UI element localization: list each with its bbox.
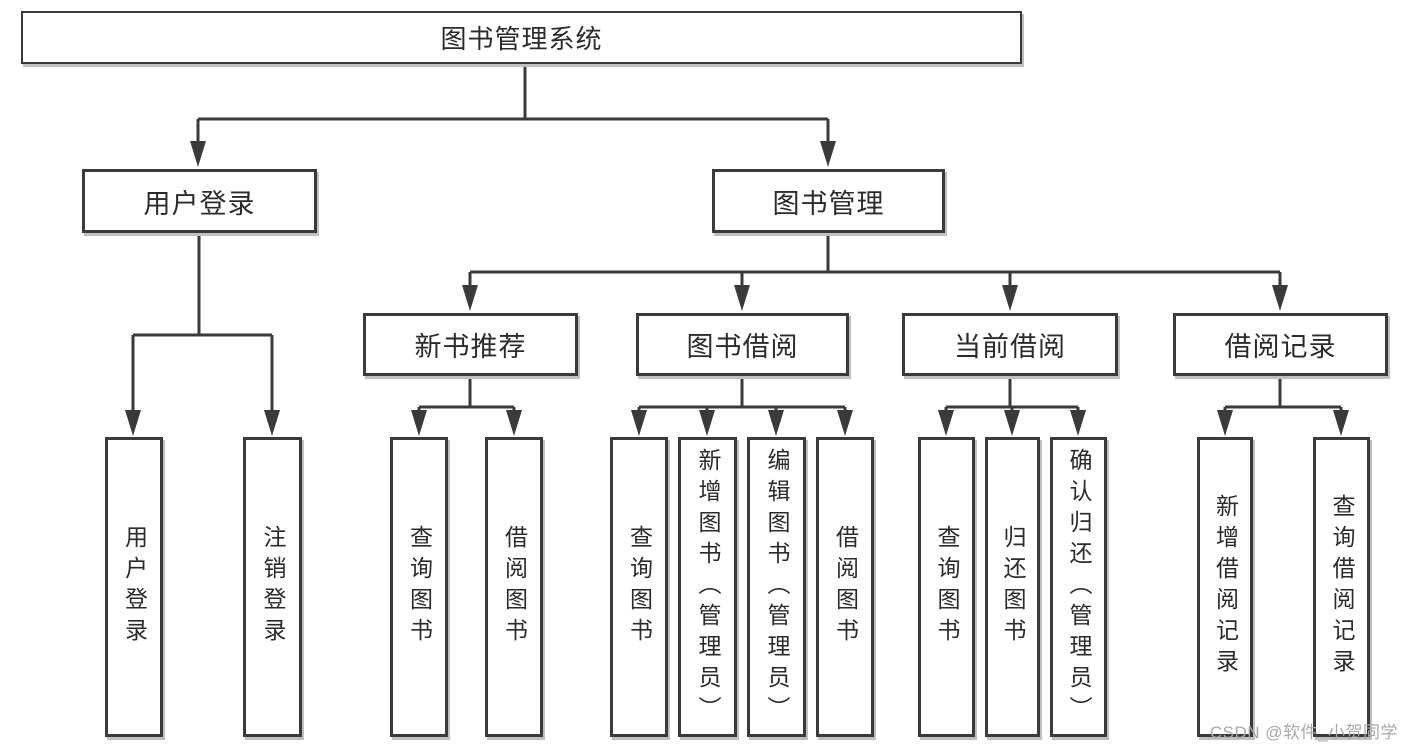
node-label: 借阅记录 (1224, 332, 1337, 362)
node-label: 用户登录 (143, 188, 256, 219)
node-new-book-recommend: 新书推荐 (363, 313, 578, 376)
leaf-confirm-return-admin: 确认归还（管理员） (1050, 437, 1107, 737)
node-label: 用户登录 (121, 525, 148, 649)
leaf-borrow-book-borrow: 借阅图书 (816, 437, 874, 737)
node-root: 图书管理系统 (21, 11, 1022, 64)
node-label: 查询图书 (626, 525, 653, 649)
leaf-query-book-current: 查询图书 (918, 437, 975, 737)
leaf-borrow-book-newrec: 借阅图书 (485, 437, 543, 737)
node-book-borrow: 图书借阅 (636, 313, 849, 376)
node-label: 当前借阅 (954, 332, 1066, 362)
leaf-user-login: 用户登录 (105, 437, 163, 737)
leaf-edit-book-admin: 编辑图书（管理员） (747, 437, 806, 737)
node-label: 图书管理系统 (440, 24, 603, 54)
leaf-add-book-admin: 新增图书（管理员） (678, 437, 737, 737)
leaf-query-book-newrec: 查询图书 (390, 437, 448, 737)
csdn-watermark: CSDN @软件_小贺同学 (1209, 723, 1398, 742)
node-label: 新增借阅记录 (1212, 494, 1239, 680)
leaf-add-borrow-record: 新增借阅记录 (1197, 437, 1253, 737)
node-label: 注销登录 (260, 525, 286, 649)
leaf-query-borrow-record: 查询借阅记录 (1313, 437, 1370, 737)
node-label: 归还图书 (1000, 525, 1026, 649)
node-book-management: 图书管理 (712, 169, 945, 233)
leaf-return-book: 归还图书 (985, 437, 1040, 737)
node-borrow-records: 借阅记录 (1173, 313, 1388, 376)
node-label: 图书借阅 (686, 332, 799, 362)
node-label: 新增图书（管理员） (695, 447, 721, 727)
node-label: 图书管理 (772, 188, 885, 219)
node-label: 新书推荐 (414, 332, 527, 362)
node-label: 查询借阅记录 (1329, 494, 1355, 680)
arrowheads (125, 141, 1349, 436)
leaf-query-book-borrow: 查询图书 (610, 437, 668, 737)
node-label: 编辑图书（管理员） (764, 447, 790, 727)
node-current-borrow: 当前借阅 (902, 313, 1118, 376)
node-label: 确认归还（管理员） (1066, 447, 1092, 727)
node-label: 查询图书 (934, 525, 960, 649)
node-label: 借阅图书 (501, 525, 528, 649)
leaf-logout: 注销登录 (243, 437, 302, 737)
node-label: 查询图书 (406, 525, 433, 649)
node-label: 借阅图书 (832, 525, 859, 649)
node-user-login: 用户登录 (82, 169, 317, 233)
